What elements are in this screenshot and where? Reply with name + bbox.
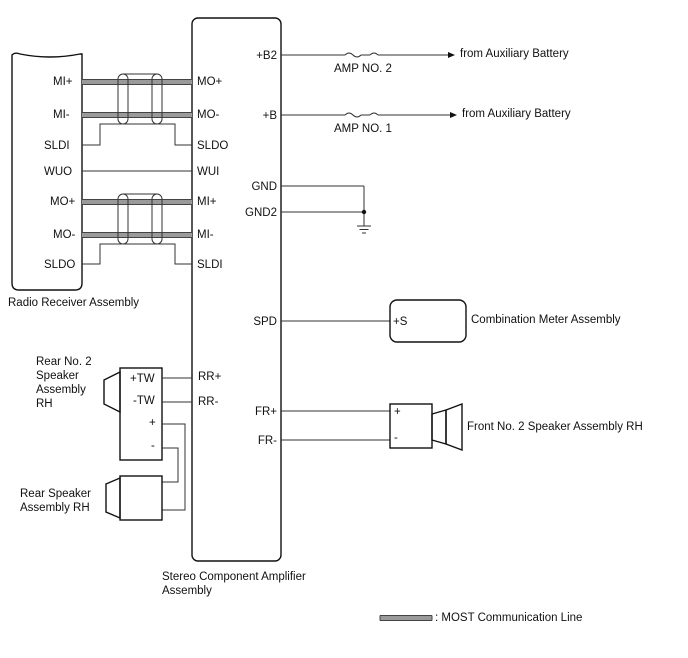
amp-pin-rr-plus: RR+ bbox=[198, 371, 222, 383]
most-line-pair-1 bbox=[82, 73, 192, 146]
rear-no2-title-4: RH bbox=[36, 398, 53, 410]
rear-no2-pin-plus: + bbox=[149, 417, 156, 429]
amplifier-box bbox=[191, 17, 282, 562]
amp-pin-mi-plus: MI+ bbox=[197, 196, 217, 208]
speaker-icon bbox=[431, 409, 447, 445]
rear-speaker-title-2: Assembly RH bbox=[20, 502, 90, 514]
legend-most-swatch bbox=[379, 615, 433, 621]
fuse-label-amp2: AMP NO. 2 bbox=[334, 63, 392, 75]
rr-pin-sldi: SLDI bbox=[44, 140, 70, 152]
rr-pin-mi-plus: MI+ bbox=[53, 76, 73, 88]
most-line-pair-2 bbox=[82, 193, 192, 265]
arrow-icon bbox=[450, 112, 457, 118]
combination-meter-title: Combination Meter Assembly bbox=[471, 314, 621, 326]
rear-no2-title-1: Rear No. 2 bbox=[36, 356, 92, 368]
rear-no2-speaker-box bbox=[119, 367, 163, 461]
meter-pin-s: +S bbox=[393, 316, 408, 328]
rear-no2-speaker-icon bbox=[103, 370, 121, 414]
rear-speaker-wiring bbox=[162, 377, 192, 511]
arrow-icon bbox=[448, 52, 455, 58]
power-feed-b2 bbox=[281, 52, 455, 58]
amp-pin-wui: WUI bbox=[197, 166, 219, 178]
rr-pin-mo-minus: MO- bbox=[53, 229, 76, 241]
radio-receiver-box bbox=[11, 52, 83, 291]
rear-speaker-box bbox=[119, 475, 163, 521]
rr-pin-mi-minus: MI- bbox=[53, 109, 70, 121]
rr-pin-sldo: SLDO bbox=[44, 259, 75, 271]
amp-pin-fr-minus: FR- bbox=[258, 435, 277, 447]
fuse-label-amp1: AMP NO. 1 bbox=[334, 123, 392, 135]
amplifier-title-line1: Stereo Component Amplifier bbox=[162, 571, 306, 583]
rear-no2-title-3: Assembly bbox=[36, 384, 86, 396]
front-speaker-title: Front No. 2 Speaker Assembly RH bbox=[467, 421, 643, 433]
amp-pin-b: +B bbox=[263, 110, 278, 122]
amp-pin-sldi: SLDI bbox=[197, 259, 223, 271]
rear-speaker-icon bbox=[105, 476, 121, 520]
amplifier-title-line2: Assembly bbox=[162, 585, 212, 597]
front-speaker-minus: - bbox=[394, 432, 398, 444]
amp-pin-fr-plus: FR+ bbox=[255, 406, 277, 418]
amp-pin-sldo: SLDO bbox=[197, 140, 228, 152]
rr-pin-mo-plus: MO+ bbox=[50, 196, 76, 208]
rr-pin-wuo: WUO bbox=[44, 166, 72, 178]
ground-wiring bbox=[281, 185, 371, 234]
amp-pin-mo-plus: MO+ bbox=[197, 76, 223, 88]
legend-label: : MOST Communication Line bbox=[435, 612, 582, 624]
source-label-1: from Auxiliary Battery bbox=[460, 48, 569, 60]
amp-pin-mi-minus: MI- bbox=[197, 229, 214, 241]
fuse-symbol-2 bbox=[344, 112, 362, 118]
rear-no2-pin-tw-minus: -TW bbox=[133, 395, 155, 407]
rear-speaker-title-1: Rear Speaker bbox=[20, 488, 91, 500]
rear-no2-pin-minus: - bbox=[151, 440, 155, 452]
rear-no2-pin-tw-plus: +TW bbox=[130, 373, 155, 385]
speaker-cone-icon bbox=[445, 402, 463, 452]
amp-pin-spd: SPD bbox=[253, 316, 277, 328]
amp-pin-mo-minus: MO- bbox=[197, 109, 220, 121]
amp-pin-gnd2: GND2 bbox=[245, 207, 277, 219]
combination-meter-box bbox=[389, 299, 467, 343]
power-feed-b bbox=[281, 112, 457, 118]
radio-receiver-title: Radio Receiver Assembly bbox=[8, 297, 139, 309]
rear-no2-title-2: Speaker bbox=[36, 370, 79, 382]
front-speaker-plus: + bbox=[394, 406, 401, 418]
source-label-2: from Auxiliary Battery bbox=[462, 108, 571, 120]
fuse-symbol-1 bbox=[344, 52, 362, 58]
amp-pin-rr-minus: RR- bbox=[198, 396, 219, 408]
amp-pin-gnd: GND bbox=[251, 181, 277, 193]
amp-pin-b2: +B2 bbox=[256, 50, 277, 62]
